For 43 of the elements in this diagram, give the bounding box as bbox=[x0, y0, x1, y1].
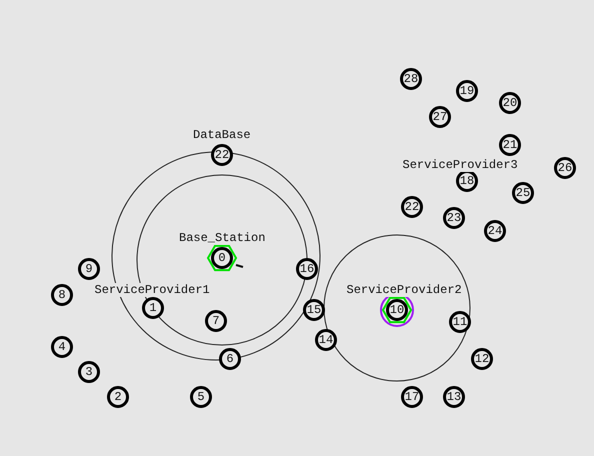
node-number: 6 bbox=[225, 351, 235, 367]
node-circle bbox=[205, 310, 227, 332]
node-circle bbox=[190, 386, 212, 408]
node-number: 11 bbox=[452, 314, 468, 330]
node-circle bbox=[78, 258, 100, 280]
node-number: 13 bbox=[446, 389, 462, 405]
node-circle bbox=[142, 297, 164, 319]
node-number: 1 bbox=[148, 300, 158, 316]
node-number: 5 bbox=[196, 389, 206, 405]
node-number: 22 bbox=[404, 199, 420, 215]
node-number: 14 bbox=[318, 332, 334, 348]
node-number: 27 bbox=[432, 109, 448, 125]
node-number: 24 bbox=[487, 223, 503, 239]
node-number: 22 bbox=[214, 147, 230, 163]
node-number: 25 bbox=[515, 185, 531, 201]
node-number: 26 bbox=[557, 160, 573, 176]
node-number: 10 bbox=[389, 302, 405, 318]
node-number: 4 bbox=[57, 339, 67, 355]
node-number: 18 bbox=[459, 173, 475, 189]
node-number: 12 bbox=[474, 351, 490, 367]
node-number: 8 bbox=[57, 287, 67, 303]
node-number: 2 bbox=[113, 389, 123, 405]
node-circle bbox=[219, 348, 241, 370]
node-number: 21 bbox=[502, 137, 518, 153]
node-label: Base_Station bbox=[179, 231, 266, 245]
node-number: 23 bbox=[446, 210, 462, 226]
node-circle bbox=[107, 386, 129, 408]
node-label: ServiceProvider2 bbox=[346, 283, 462, 297]
node-number: 0 bbox=[217, 250, 227, 266]
node-number: 7 bbox=[211, 313, 221, 329]
node-number: 28 bbox=[403, 71, 419, 87]
node-circle bbox=[78, 361, 100, 383]
node-label: ServiceProvider3 bbox=[402, 158, 518, 172]
node-label: ServiceProvider1 bbox=[94, 283, 210, 297]
node-number: 19 bbox=[459, 83, 475, 99]
node-number: 3 bbox=[84, 364, 94, 380]
node-number: 9 bbox=[84, 261, 94, 277]
node-number: 17 bbox=[404, 389, 420, 405]
node-circle bbox=[51, 336, 73, 358]
node-number: 20 bbox=[502, 95, 518, 111]
node-number: 16 bbox=[299, 261, 315, 277]
node-circle bbox=[51, 284, 73, 306]
node-number: 15 bbox=[306, 302, 322, 318]
